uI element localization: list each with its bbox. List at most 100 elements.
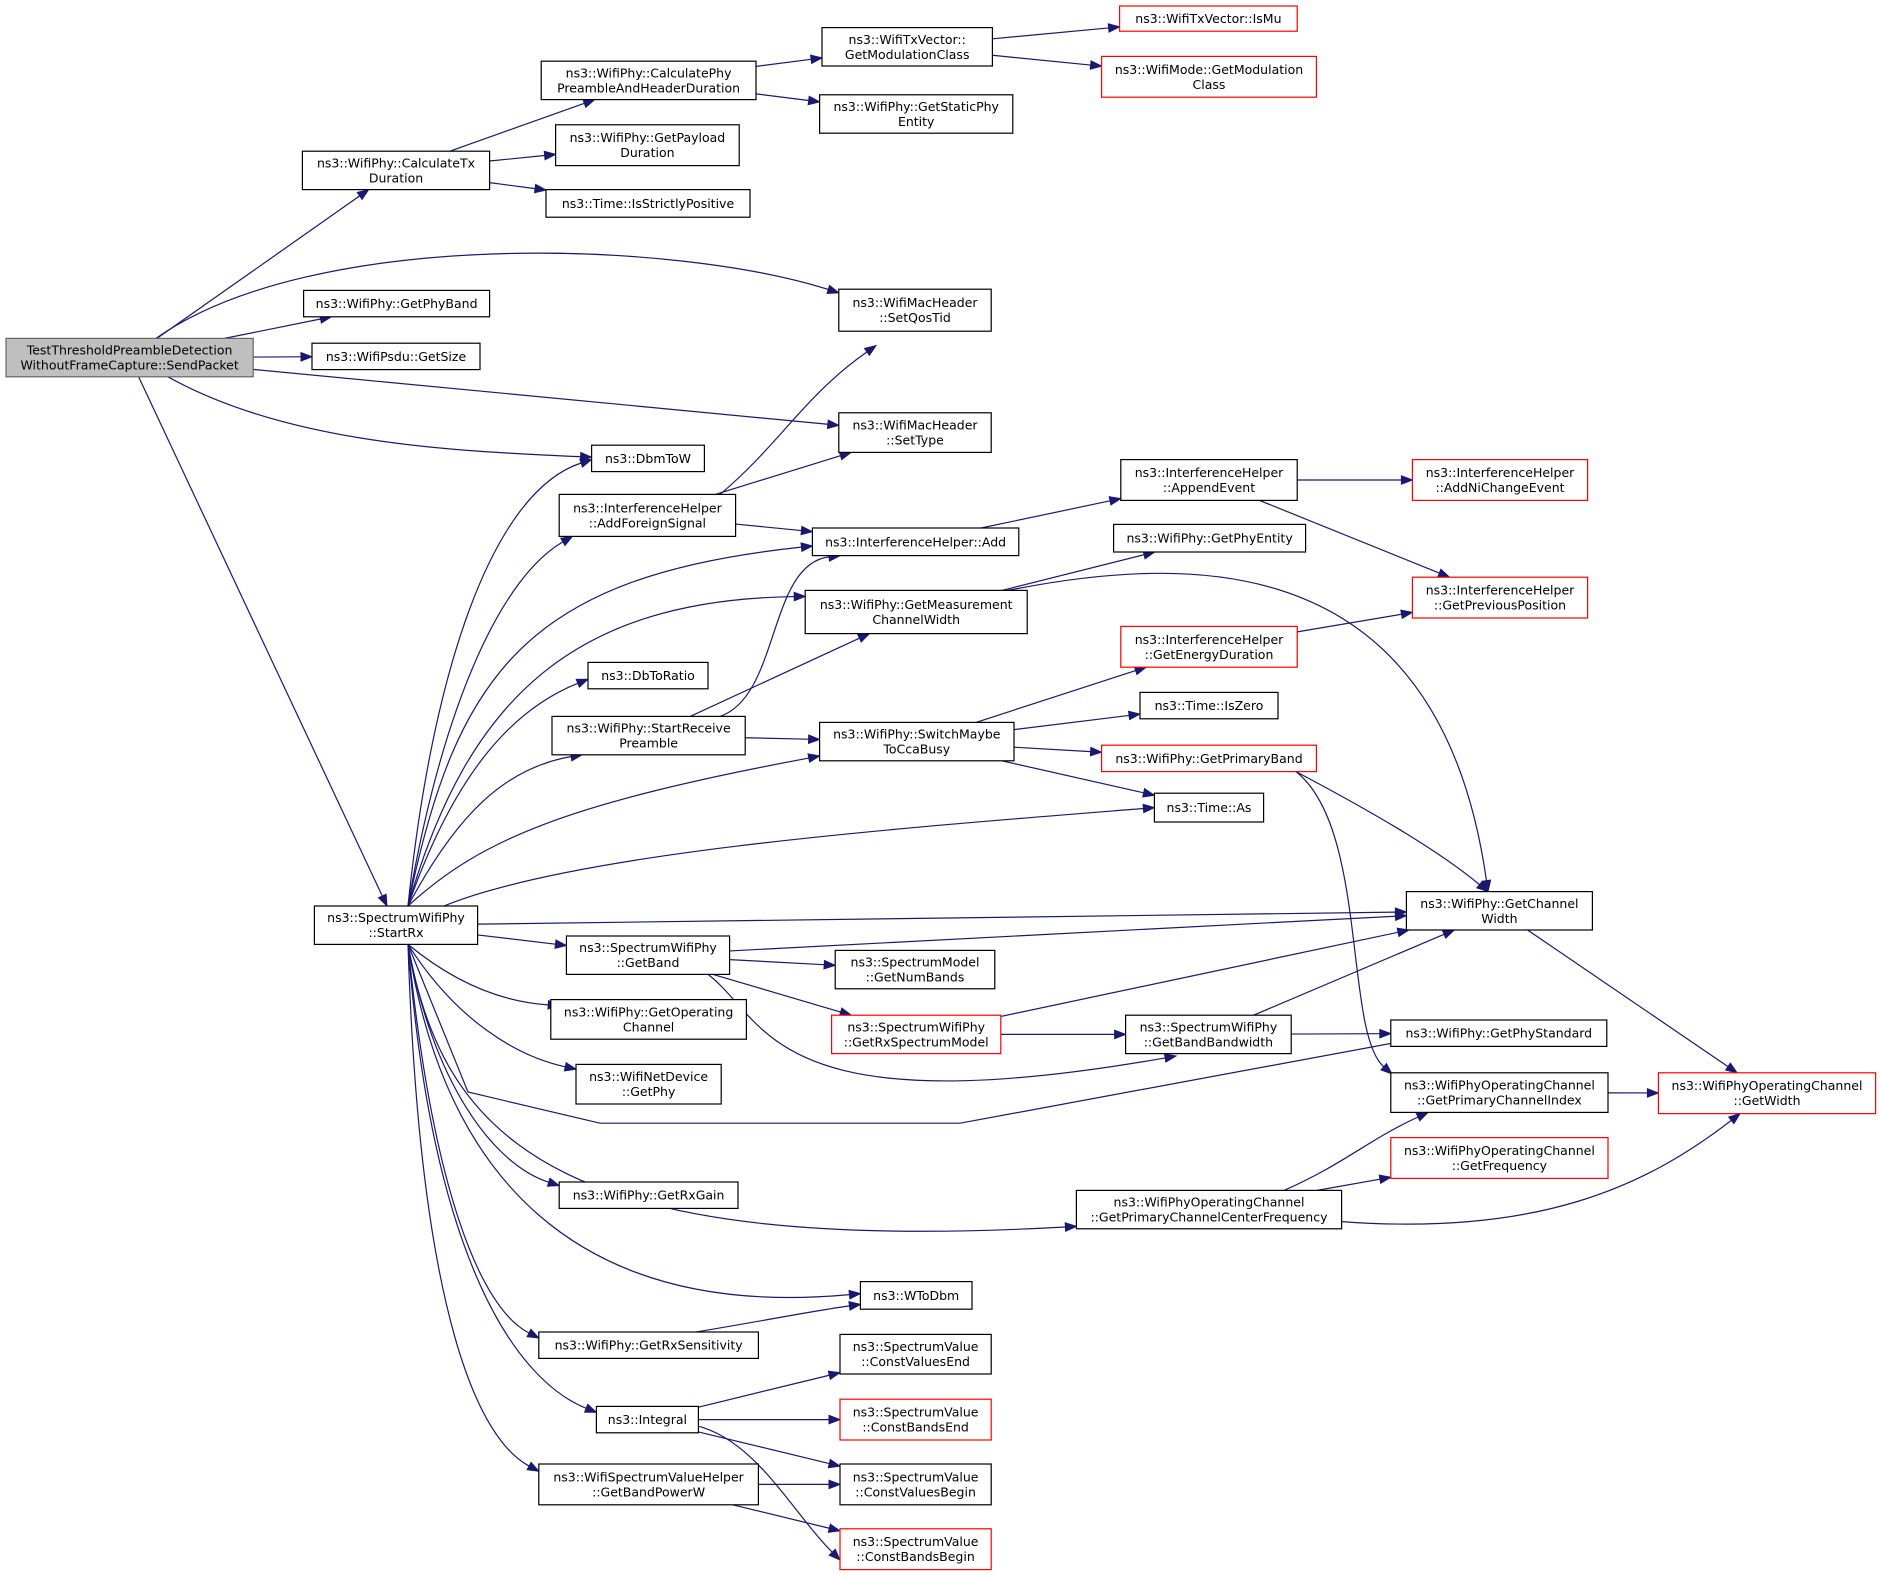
node-label: ns3::InterferenceHelper bbox=[1426, 465, 1575, 480]
node-getFreq[interactable]: ns3::WifiPhyOperatingChannel::GetFrequen… bbox=[1390, 1136, 1609, 1179]
node-strictPos[interactable]: ns3::Time::IsStrictlyPositive bbox=[545, 189, 751, 218]
edge-integral-to-cvEnd bbox=[698, 1370, 842, 1408]
edge-startRx-to-ihAdd bbox=[407, 542, 814, 907]
arrow-head-icon bbox=[807, 734, 822, 745]
node-label: ns3::SpectrumValue bbox=[853, 1534, 979, 1549]
node-ihAdd[interactable]: ns3::InterferenceHelper::Add bbox=[811, 527, 1020, 557]
node-box bbox=[1075, 1189, 1343, 1230]
node-calcPre[interactable]: ns3::WifiPhy::CalculatePhyPreambleAndHea… bbox=[540, 60, 757, 101]
node-box bbox=[1405, 890, 1594, 931]
node-primIdx[interactable]: ns3::WifiPhyOperatingChannel::GetPrimary… bbox=[1390, 1072, 1609, 1114]
node-dbmToW[interactable]: ns3::DbmToW bbox=[590, 444, 705, 473]
edge-calcPre-to-getModClass bbox=[755, 54, 824, 68]
node-box bbox=[839, 1528, 992, 1571]
node-label: ns3::InterferenceHelper bbox=[1426, 583, 1575, 598]
node-addNi[interactable]: ns3::InterferenceHelper::AddNiChangeEven… bbox=[1411, 459, 1589, 502]
node-label: ns3::DbToRatio bbox=[601, 668, 695, 683]
node-bandPowerW[interactable]: ns3::WifiSpectrumValueHelper::GetBandPow… bbox=[538, 1463, 759, 1506]
node-box bbox=[1120, 625, 1298, 668]
node-startRx[interactable]: ns3::SpectrumWifiPhy::StartRx bbox=[313, 905, 479, 946]
node-wToDbm[interactable]: ns3::WToDbm bbox=[859, 1280, 973, 1310]
arrow-head-icon bbox=[546, 1177, 561, 1187]
node-primCenter[interactable]: ns3::WifiPhyOperatingChannel::GetPrimary… bbox=[1075, 1189, 1343, 1230]
edge-line bbox=[1341, 1119, 1732, 1225]
node-setQos[interactable]: ns3::WifiMacHeader::SetQosTid bbox=[838, 288, 992, 332]
node-getBand[interactable]: ns3::SpectrumWifiPhy::GetBand bbox=[565, 935, 731, 976]
arrow-head-icon bbox=[1400, 475, 1414, 485]
node-label: ns3::WifiPhy::GetOperating bbox=[564, 1004, 733, 1019]
nodes-layer: TestThresholdPreambleDetectionWithoutFra… bbox=[5, 5, 1877, 1571]
node-box bbox=[538, 1463, 759, 1506]
edge-line bbox=[1297, 613, 1402, 633]
node-label: ::GetBandBandwidth bbox=[1144, 1034, 1273, 1049]
node-prevPos[interactable]: ns3::InterferenceHelper::GetPreviousPosi… bbox=[1411, 576, 1589, 619]
node-cbEnd[interactable]: ns3::SpectrumValue::ConstBandsEnd bbox=[839, 1398, 992, 1441]
node-cbBegin[interactable]: ns3::SpectrumValue::ConstBandsBegin bbox=[839, 1528, 992, 1571]
arrow-head-icon bbox=[1415, 1111, 1430, 1122]
edge-rxSpec-to-chanWidth bbox=[1000, 927, 1411, 1018]
arrow-head-icon bbox=[848, 1301, 862, 1311]
node-root[interactable]: TestThresholdPreambleDetectionWithoutFra… bbox=[5, 337, 254, 378]
node-isZero[interactable]: ns3::Time::IsZero bbox=[1139, 691, 1279, 720]
node-energyDur[interactable]: ns3::InterferenceHelper::GetEnergyDurati… bbox=[1120, 625, 1298, 668]
node-rxGain[interactable]: ns3::WifiPhy::GetRxGain bbox=[558, 1181, 739, 1209]
node-box bbox=[545, 189, 751, 218]
edge-root-to-dbmToW bbox=[167, 376, 594, 462]
node-phyEntity[interactable]: ns3::WifiPhy::GetPhyEntity bbox=[1112, 523, 1307, 553]
node-box bbox=[1657, 1072, 1877, 1115]
node-label: TestThresholdPreambleDetection bbox=[26, 343, 233, 358]
node-getModClass[interactable]: ns3::WifiTxVector::GetModulationClass bbox=[821, 27, 993, 67]
node-modeGetMod[interactable]: ns3::WifiMode::GetModulationClass bbox=[1100, 55, 1317, 98]
arrow-head-icon bbox=[1089, 746, 1103, 757]
node-label: ChannelWidth bbox=[872, 612, 960, 627]
node-box bbox=[590, 444, 705, 473]
node-label: ns3::WifiTxVector:: bbox=[849, 32, 966, 47]
edge-line bbox=[407, 944, 850, 1299]
node-cvEnd[interactable]: ns3::SpectrumValue::ConstValuesEnd bbox=[839, 1333, 992, 1375]
node-label: ::StartRx bbox=[368, 925, 423, 940]
edge-line bbox=[1013, 746, 1091, 753]
node-bandBw[interactable]: ns3::SpectrumWifiPhy::GetBandBandwidth bbox=[1124, 1014, 1292, 1055]
node-label: Channel bbox=[623, 1019, 674, 1034]
node-label: ns3::WifiPsdu::GetSize bbox=[326, 349, 467, 364]
node-phyStd[interactable]: ns3::WifiPhy::GetPhyStandard bbox=[1390, 1019, 1608, 1047]
node-rxSens[interactable]: ns3::WifiPhy::GetRxSensitivity bbox=[538, 1331, 759, 1359]
node-addForeign[interactable]: ns3::InterferenceHelper::AddForeignSigna… bbox=[558, 493, 737, 537]
edge-getModClass-to-modeGetMod bbox=[992, 54, 1103, 70]
node-appendEvent[interactable]: ns3::InterferenceHelper::AppendEvent bbox=[1120, 459, 1298, 502]
node-isMu[interactable]: ns3::WifiTxVector::IsMu bbox=[1118, 5, 1298, 32]
edges-layer bbox=[138, 23, 1742, 1561]
arrow-head-icon bbox=[1727, 1112, 1742, 1125]
node-cvBegin[interactable]: ns3::SpectrumValue::ConstValuesBegin bbox=[839, 1463, 992, 1506]
node-label: ::GetFrequency bbox=[1452, 1158, 1548, 1173]
node-label: ::AddNiChangeEvent bbox=[1435, 480, 1564, 495]
node-label: ::SetType bbox=[886, 433, 944, 448]
node-dbToRatio[interactable]: ns3::DbToRatio bbox=[587, 661, 709, 690]
node-getWidth[interactable]: ns3::WifiPhyOperatingChannel::GetWidth bbox=[1657, 1072, 1877, 1115]
node-label: ::GetPreviousPosition bbox=[1434, 598, 1566, 613]
node-timeAs[interactable]: ns3::Time::As bbox=[1153, 792, 1265, 823]
node-label: ns3::InterferenceHelper::Add bbox=[825, 534, 1006, 549]
node-integral[interactable]: ns3::Integral bbox=[595, 1405, 700, 1434]
node-label: ns3::WifiTxVector::IsMu bbox=[1135, 11, 1281, 26]
node-netGetPhy[interactable]: ns3::WifiNetDevice::GetPhy bbox=[575, 1063, 722, 1105]
node-numBands[interactable]: ns3::SpectrumModel::GetNumBands bbox=[834, 949, 996, 990]
edge-line bbox=[689, 637, 860, 717]
node-label: ns3::Time::IsZero bbox=[1155, 698, 1264, 713]
node-rxSpec[interactable]: ns3::SpectrumWifiPhy::GetRxSpectrumModel bbox=[830, 1014, 1002, 1055]
edge-line bbox=[698, 1431, 830, 1465]
arrow-head-icon bbox=[1142, 803, 1156, 814]
node-primBand[interactable]: ns3::WifiPhy::GetPrimaryBand bbox=[1100, 744, 1317, 773]
node-setType[interactable]: ns3::WifiMacHeader::SetType bbox=[838, 412, 992, 453]
node-psduSize[interactable]: ns3::WifiPsdu::GetSize bbox=[311, 342, 481, 371]
node-phyBand[interactable]: ns3::WifiPhy::GetPhyBand bbox=[303, 289, 491, 318]
node-label: ns3::WifiPhy::GetStaticPhy bbox=[833, 99, 999, 114]
